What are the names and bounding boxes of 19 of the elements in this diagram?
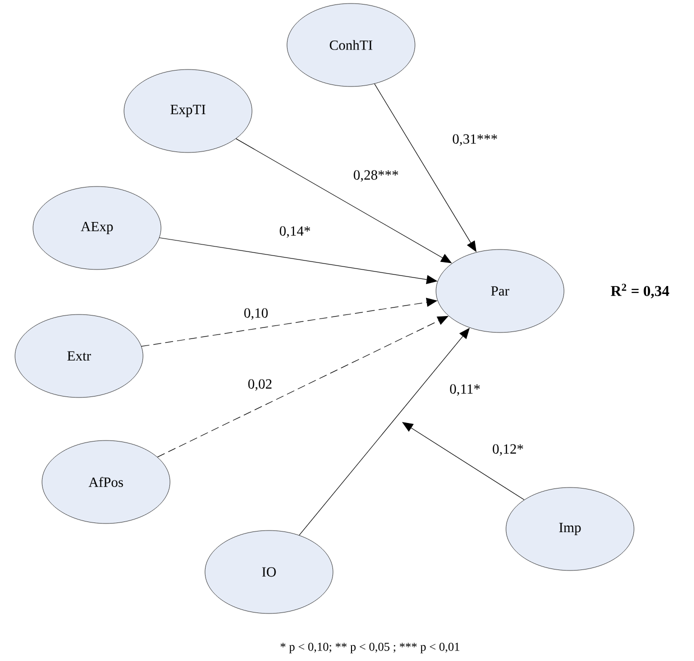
- edge-label: 0,28***: [352, 169, 400, 183]
- ellipse-node: ConhTI: [286, 3, 416, 87]
- ellipse-node: Imp: [506, 487, 634, 571]
- edge-label: 0,10: [242, 307, 270, 321]
- r-squared-label: R$^{2}$ = 0,34: [610, 284, 670, 298]
- footnote: * p < 0,10; ** p < 0,05 ; *** p < 0,01: [280, 642, 460, 654]
- ellipse-node: IO: [204, 530, 334, 614]
- edge-label: 0,11*: [448, 383, 482, 397]
- ellipse-node: AExp: [32, 186, 162, 270]
- arrow: [236, 138, 452, 264]
- edge-label: 0,12*: [491, 443, 525, 457]
- edge-label: 0,31***: [451, 133, 499, 147]
- edge-label: 0,14*: [278, 225, 312, 239]
- ellipse-node: Par: [436, 249, 564, 333]
- ellipse-node: Extr: [14, 314, 144, 398]
- ellipse-node: ExpTI: [124, 69, 252, 153]
- ellipse-node: AfPos: [42, 440, 170, 524]
- edge-label: 0,02: [246, 378, 274, 392]
- arrow: [402, 422, 524, 500]
